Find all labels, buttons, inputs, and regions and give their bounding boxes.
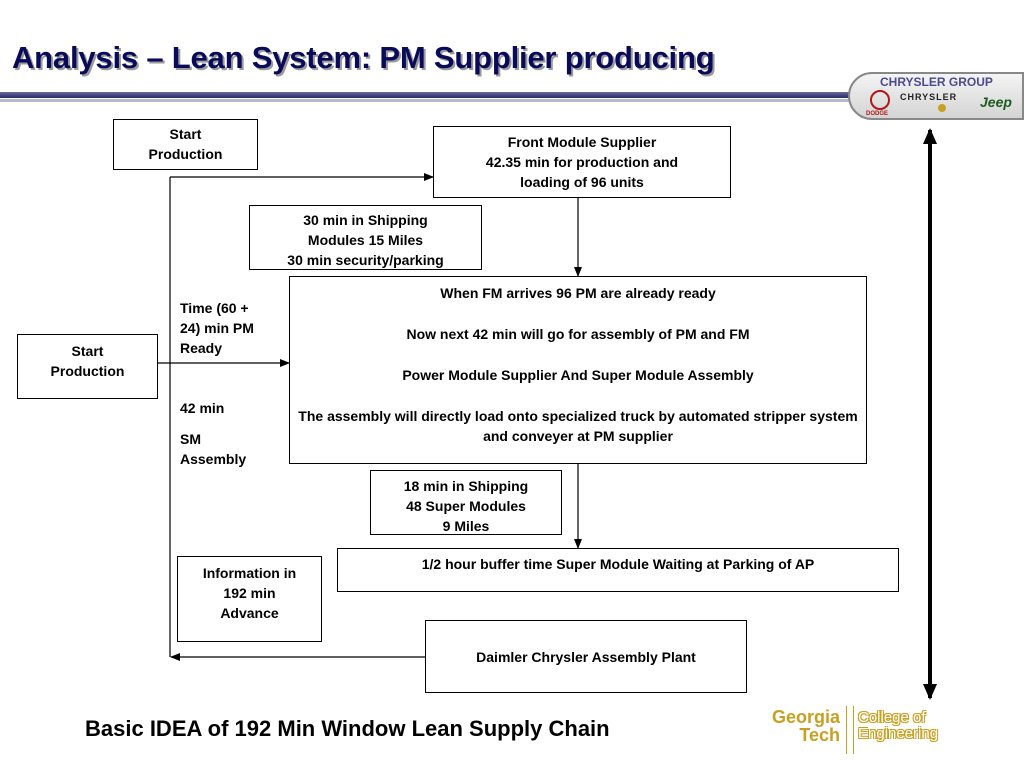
jeep-text: Jeep bbox=[980, 94, 1012, 110]
college-of-engineering-text: College of Engineering bbox=[858, 710, 938, 742]
time-ready-label: Time (60 + 24) min PM Ready bbox=[180, 300, 254, 356]
dodge-ram-icon bbox=[870, 90, 890, 110]
chrysler-group-logo: CHRYSLER GROUP DODGE CHRYSLER Jeep bbox=[848, 72, 1024, 120]
front-module-supplier-box: Front Module Supplier 42.35 min for prod… bbox=[433, 126, 731, 198]
college-of-text: College of bbox=[858, 709, 926, 726]
engineering-text: Engineering bbox=[858, 725, 939, 742]
georgia-text: Georgia bbox=[771, 707, 840, 727]
dodge-text: DODGE bbox=[866, 111, 889, 117]
title-rule bbox=[0, 92, 850, 98]
georgia-tech-wordmark: Georgia Tech bbox=[758, 708, 840, 744]
assembly-plant-box: Daimler Chrysler Assembly Plant bbox=[425, 620, 747, 693]
buffer-time-box: 1/2 hour buffer time Super Module Waitin… bbox=[337, 548, 899, 592]
title-rule-shadow bbox=[0, 99, 850, 102]
shipping-modules-box: 30 min in Shipping Modules 15 Miles 30 m… bbox=[249, 205, 482, 270]
chrysler-group-text: CHRYSLER GROUP bbox=[880, 75, 993, 89]
start-production-top-box: Start Production bbox=[113, 119, 258, 170]
information-advance-box: Information in 192 min Advance bbox=[177, 556, 322, 642]
chrysler-text: CHRYSLER bbox=[900, 92, 958, 102]
min-42-label: 42 min bbox=[180, 400, 225, 416]
pm-ready-line-2: Now next 42 min will go for assembly of … bbox=[406, 326, 750, 342]
chrysler-wings-icon bbox=[938, 104, 946, 112]
georgia-tech-divider-icon bbox=[846, 706, 854, 754]
pm-ready-line-4: The assembly will directly load onto spe… bbox=[298, 408, 858, 444]
pm-assembly-box: When FM arrives 96 PM are already ready … bbox=[289, 276, 867, 464]
georgia-tech-logo: Georgia Tech College of Engineering bbox=[758, 706, 978, 756]
pm-ready-line-3: Power Module Supplier And Super Module A… bbox=[402, 367, 754, 383]
sm-assembly-label: SM Assembly bbox=[180, 431, 247, 467]
shipping-super-modules-box: 18 min in Shipping 48 Super Modules 9 Mi… bbox=[370, 470, 562, 535]
tech-text: Tech bbox=[799, 725, 840, 745]
start-production-left-box: Start Production bbox=[17, 334, 158, 399]
pm-ready-line-1: When FM arrives 96 PM are already ready bbox=[440, 285, 716, 301]
page-title: Analysis – Lean System: PM Supplier prod… bbox=[12, 40, 715, 75]
footer-caption: Basic IDEA of 192 Min Window Lean Supply… bbox=[85, 716, 610, 741]
